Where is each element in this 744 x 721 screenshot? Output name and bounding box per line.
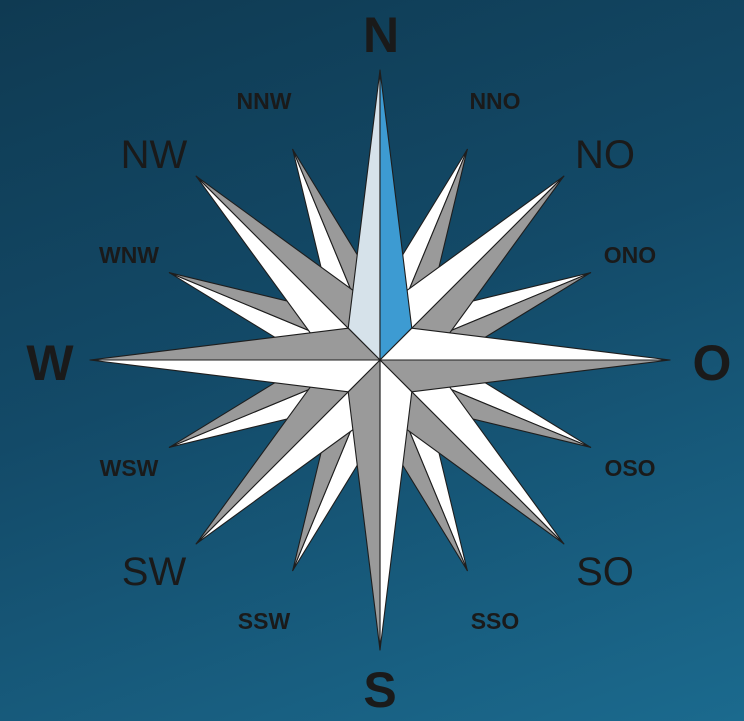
label-e: O xyxy=(693,335,732,391)
ray-w-right xyxy=(90,328,380,360)
label-ne: NO xyxy=(575,133,635,177)
label-w: W xyxy=(26,335,74,391)
label-n: N xyxy=(363,7,399,63)
ray-w-left xyxy=(90,360,380,392)
label-wnw: WNW xyxy=(99,242,159,268)
label-ese: OSO xyxy=(604,455,655,481)
label-sse: SSO xyxy=(471,608,520,634)
ray-e-left xyxy=(380,328,670,360)
label-nne: NNO xyxy=(469,88,520,114)
ray-n-right xyxy=(380,70,412,360)
ray-n-left xyxy=(348,70,380,360)
ray-e-right xyxy=(380,360,670,392)
label-ssw: SSW xyxy=(238,608,291,634)
label-se: SO xyxy=(576,550,634,594)
label-wsw: WSW xyxy=(100,455,159,481)
ray-s-right xyxy=(348,360,380,650)
label-sw: SW xyxy=(122,550,187,594)
ray-s-left xyxy=(380,360,412,650)
label-s: S xyxy=(363,662,396,718)
label-nnw: NNW xyxy=(237,88,292,114)
label-ene: ONO xyxy=(604,242,656,268)
label-nw: NW xyxy=(121,133,188,177)
